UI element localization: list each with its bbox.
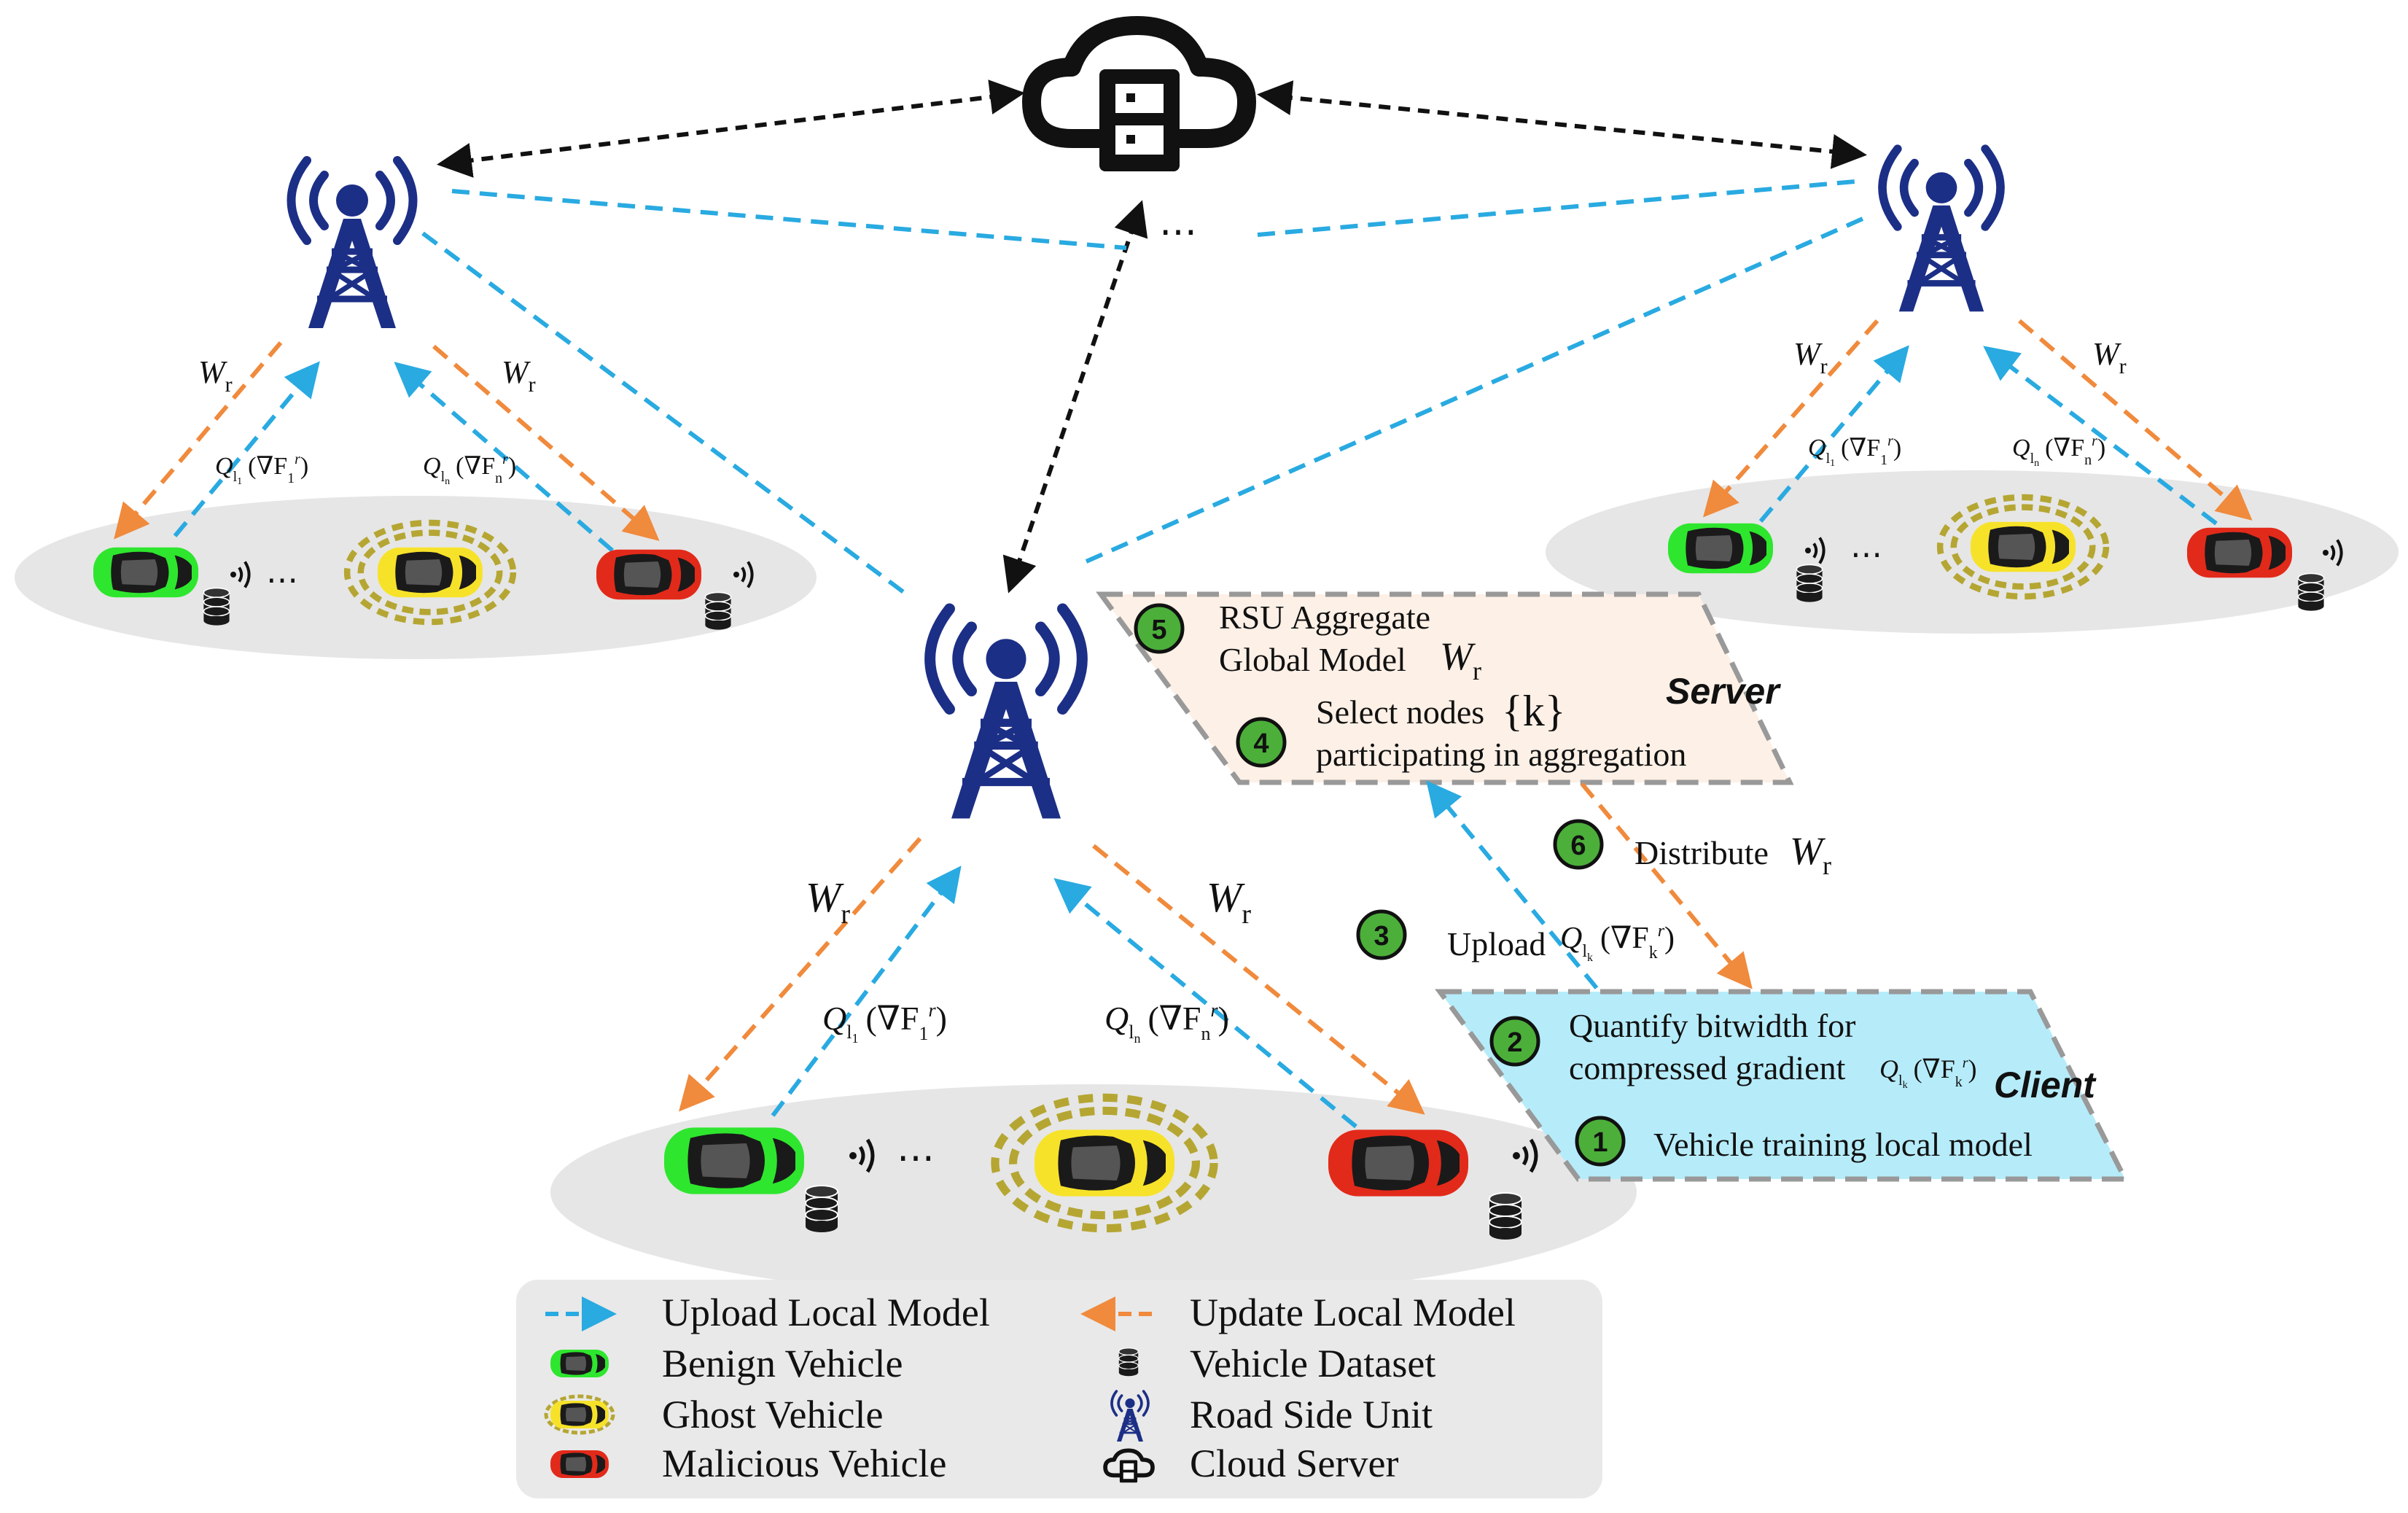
step6-text: Distribute xyxy=(1634,834,1769,871)
rsu-ellipsis: ⋯ xyxy=(1159,211,1197,253)
step1-number: 1 xyxy=(1592,1127,1608,1158)
legend-upload-label: Upload Local Model xyxy=(662,1291,990,1334)
legend-dataset-label: Vehicle Dataset xyxy=(1190,1342,1435,1385)
rsu-link-left-right xyxy=(451,189,1127,250)
w-label-center-n: Wr xyxy=(1207,874,1251,930)
right-vehicle-ellipsis: ⋯ xyxy=(1850,537,1882,572)
step5-number: 5 xyxy=(1151,615,1166,645)
step5-badge xyxy=(1134,603,1185,654)
step4-number: 4 xyxy=(1253,728,1269,759)
center-ghost-vehicle xyxy=(1034,1129,1174,1197)
right-update-arrow-n xyxy=(2018,319,2253,521)
q-label-left-1: Ql1(∇F1r) xyxy=(215,451,308,487)
step2-line2: compressed gradient xyxy=(1569,1049,1846,1086)
q-label-left-n: Qln(∇Fnr) xyxy=(423,451,516,487)
right-malicious-dataset-icon xyxy=(2297,572,2325,612)
step6-w: Wr xyxy=(1790,829,1831,880)
legend-malicious-icon xyxy=(550,1450,609,1478)
cloud-link-right xyxy=(1257,80,1867,169)
step5-w: Wr xyxy=(1440,634,1481,685)
step3-number: 3 xyxy=(1374,921,1389,952)
right-upload-arrow-n xyxy=(1983,346,2218,526)
center-update-arrow-n xyxy=(1092,844,1425,1115)
rsu-right-icon xyxy=(1882,149,2000,311)
step5-line2: Global Model xyxy=(1219,641,1406,678)
w-label-center-1: Wr xyxy=(806,874,850,930)
w-label-right-n: Wr xyxy=(2092,336,2127,378)
step3-text: Upload xyxy=(1447,925,1546,962)
step2-line1: Quantify bitwidth for xyxy=(1569,1007,1856,1044)
legend-malicious-label: Malicious Vehicle xyxy=(662,1442,946,1485)
q-label-right-1: Ql1(∇F1r) xyxy=(1808,433,1901,469)
step3-upload-arrow xyxy=(1426,780,1599,989)
w-label-right-1: Wr xyxy=(1793,336,1828,378)
rsu-left-icon xyxy=(292,160,413,328)
left-update-arrow-1 xyxy=(114,341,283,540)
left-benign-dataset-icon xyxy=(203,587,230,626)
center-upload-arrow-1 xyxy=(771,866,962,1117)
left-malicious-dataset-icon xyxy=(704,591,732,631)
step5-line1: RSU Aggregate xyxy=(1219,599,1430,636)
rsu-link-left-center xyxy=(421,231,913,600)
step6-number: 6 xyxy=(1570,831,1586,861)
step3-q: Qlk(∇Fkr) xyxy=(1560,922,1675,964)
legend-benign-icon xyxy=(550,1350,609,1377)
center-benign-vehicle xyxy=(664,1127,804,1194)
center-update-arrow-1 xyxy=(679,837,922,1112)
left-malicious-vehicle xyxy=(596,549,701,600)
center-malicious-dataset-icon xyxy=(1489,1192,1522,1240)
rsu-center-icon xyxy=(930,609,1083,819)
right-benign-dataset-icon xyxy=(1796,564,1823,603)
right-upload-arrow-1 xyxy=(1758,345,1909,523)
cloud-link-left xyxy=(437,79,1025,178)
step4-badge xyxy=(1236,717,1287,768)
right-malicious-vehicle xyxy=(2187,527,2292,578)
right-benign-vehicle xyxy=(1668,523,1773,574)
cloud-link-center xyxy=(1002,200,1148,594)
server-title: Server xyxy=(1666,671,1781,712)
q-label-center-1: Ql1(∇F1r) xyxy=(822,1000,947,1046)
step1-badge xyxy=(1575,1116,1626,1167)
center-vehicle-ellipsis: ⋯ xyxy=(897,1137,935,1179)
legend-ghost-icon xyxy=(544,1394,615,1435)
rsu-link-right-center xyxy=(1085,217,1864,564)
legend-dataset-icon xyxy=(1118,1347,1139,1377)
w-label-left-n: Wr xyxy=(502,354,536,397)
step1-text: Vehicle training local model xyxy=(1653,1126,2033,1163)
left-vehicle-ellipsis: ⋯ xyxy=(266,562,298,598)
legend-cloud-icon xyxy=(1103,1448,1155,1483)
center-malicious-vehicle xyxy=(1328,1129,1468,1197)
cloud-server-icon xyxy=(1022,16,1256,171)
left-upload-arrow-n xyxy=(394,362,614,553)
client-title: Client xyxy=(1994,1065,2097,1105)
step3-badge xyxy=(1356,909,1407,960)
legend-update-label: Update Local Model xyxy=(1190,1291,1516,1334)
legend-cloud-label: Cloud Server xyxy=(1190,1442,1398,1485)
step4-line2: participating in aggregation xyxy=(1316,736,1686,773)
legend-rsu-label: Road Side Unit xyxy=(1190,1393,1433,1436)
step4-line1: Select nodes xyxy=(1316,693,1484,731)
q-label-center-n: Qln(∇Fnr) xyxy=(1104,1000,1229,1046)
legend-box xyxy=(516,1280,1602,1498)
left-upload-arrow-1 xyxy=(173,361,320,537)
step2-badge xyxy=(1489,1016,1540,1067)
legend-benign-label: Benign Vehicle xyxy=(662,1342,903,1385)
step6-badge xyxy=(1553,819,1604,870)
left-ghost-vehicle xyxy=(378,547,483,598)
left-update-arrow-n xyxy=(432,344,660,541)
right-ghost-vehicle xyxy=(1971,521,2076,572)
step2-number: 2 xyxy=(1507,1027,1522,1058)
center-benign-dataset-icon xyxy=(805,1185,838,1233)
rsu-link-right-left xyxy=(1257,179,1863,237)
right-update-arrow-1 xyxy=(1703,319,1879,518)
legend-ghost-label: Ghost Vehicle xyxy=(662,1393,883,1436)
left-benign-vehicle xyxy=(93,547,198,598)
step2-q: Qlk(∇Fkr) xyxy=(1879,1054,1977,1091)
w-label-left-1: Wr xyxy=(198,354,233,397)
step6-distribute-arrow xyxy=(1580,782,1753,989)
center-upload-arrow-n xyxy=(1053,878,1357,1129)
step4-set: {k} xyxy=(1502,687,1566,735)
q-label-right-n: Qln(∇Fnr) xyxy=(2012,433,2105,469)
